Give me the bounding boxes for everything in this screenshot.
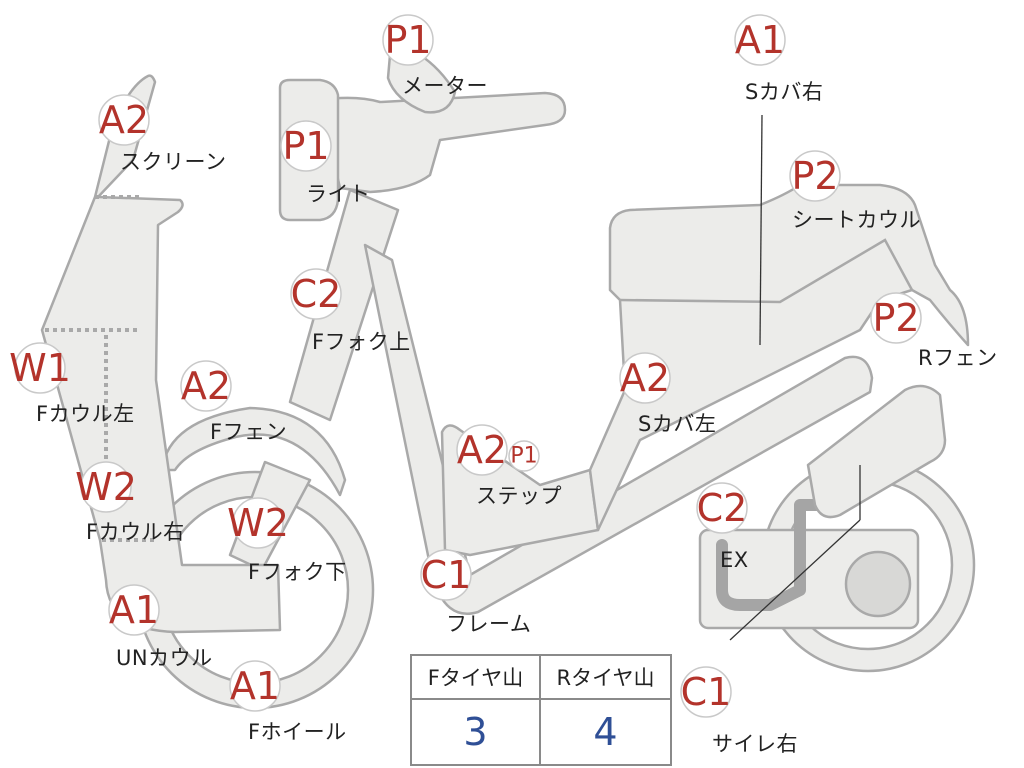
badge-fork-lower-text: W2 xyxy=(227,501,289,545)
badge-f-fender: A2 xyxy=(180,360,232,412)
tire-table-header-rear: Rタイヤ山 xyxy=(541,656,670,700)
badge-s-cover-right: A1 xyxy=(734,14,786,66)
label-fork-lower: Fフォク下 xyxy=(248,560,347,584)
front-fender xyxy=(160,406,347,497)
badge-seat-cowl: P2 xyxy=(789,150,841,202)
badge-un-cowl-text: A1 xyxy=(109,588,159,632)
label-f-fender: Fフェン xyxy=(210,420,288,444)
badge-light: P1 xyxy=(280,120,332,172)
badge-silencer-right-text: C1 xyxy=(681,670,732,714)
badge-frame: C1 xyxy=(420,549,472,601)
badge-screen-text: A2 xyxy=(99,98,149,142)
badge-f-fender-text: A2 xyxy=(181,364,231,408)
label-meter: メーター xyxy=(402,74,488,98)
badge-fork-upper: C2 xyxy=(290,268,342,320)
exhaust-pipe xyxy=(716,499,846,611)
label-s-cover-left: Sカバ左 xyxy=(638,412,717,436)
badge-screen: A2 xyxy=(98,94,150,146)
handlebar xyxy=(318,91,567,194)
label-seat-cowl: シートカウル xyxy=(792,208,921,232)
label-r-fender: Rフェン xyxy=(918,346,998,370)
badge-s-cover-right-text: A1 xyxy=(735,18,785,62)
leader-s-cover-right xyxy=(759,114,763,346)
badge-f-wheel-text: A1 xyxy=(230,664,280,708)
tire-table-value-front: 3 xyxy=(412,700,541,764)
badge-fork-upper-text: C2 xyxy=(291,272,342,316)
badge-r-fender: P2 xyxy=(870,292,922,344)
label-fork-upper: Fフォク上 xyxy=(312,330,411,354)
badge-step-text: A2 xyxy=(457,428,507,472)
rear-hub xyxy=(844,550,912,618)
badge-meter-text: P1 xyxy=(384,18,431,62)
label-screen: スクリーン xyxy=(120,150,227,174)
tire-table-value-rear: 4 xyxy=(593,710,618,754)
seat-body xyxy=(588,183,970,532)
label-f-wheel: Fホイール xyxy=(248,720,347,744)
badge-s-cover-left-text: A2 xyxy=(620,356,670,400)
label-light: ライト xyxy=(306,182,371,206)
label-step: ステップ xyxy=(476,484,562,508)
label-f-cowl-left: Fカウル左 xyxy=(36,402,135,426)
badge-silencer-right: C1 xyxy=(680,666,732,718)
badge-ex-text: C2 xyxy=(697,486,748,530)
badge-s-cover-left: A2 xyxy=(619,352,671,404)
badge-ex: C2 xyxy=(696,482,748,534)
label-silencer-right: サイレ右 xyxy=(712,732,798,756)
badge-step: A2 xyxy=(456,424,508,476)
badge-meter: P1 xyxy=(382,14,434,66)
label-frame: フレーム xyxy=(446,612,532,636)
badge-step-small: P1 xyxy=(508,440,540,472)
badge-f-cowl-left: W1 xyxy=(9,342,71,394)
badge-f-cowl-right: W2 xyxy=(75,461,137,513)
label-ex: EX xyxy=(720,548,749,572)
cowl-seam-mid xyxy=(45,328,140,460)
badge-step-small-text: P1 xyxy=(510,444,537,469)
tire-tread-table: Fタイヤ山 Rタイヤ山 3 4 xyxy=(410,654,672,766)
label-f-cowl-right: Fカウル右 xyxy=(86,520,185,544)
badge-fork-lower: W2 xyxy=(227,497,289,549)
badge-f-wheel: A1 xyxy=(229,660,281,712)
silencer xyxy=(806,384,947,519)
badge-f-cowl-right-text: W2 xyxy=(75,465,137,509)
tire-table-header-front: Fタイヤ山 xyxy=(412,656,541,700)
leader-silencer-right-2 xyxy=(729,519,861,641)
label-s-cover-right: Sカバ右 xyxy=(745,80,824,104)
badge-frame-text: C1 xyxy=(421,553,472,597)
badge-light-text: P1 xyxy=(282,124,329,168)
badge-f-cowl-left-text: W1 xyxy=(9,346,71,390)
badge-un-cowl: A1 xyxy=(108,584,160,636)
badge-r-fender-text: P2 xyxy=(872,296,919,340)
badge-seat-cowl-text: P2 xyxy=(791,154,838,198)
label-un-cowl: UNカウル xyxy=(116,646,213,670)
